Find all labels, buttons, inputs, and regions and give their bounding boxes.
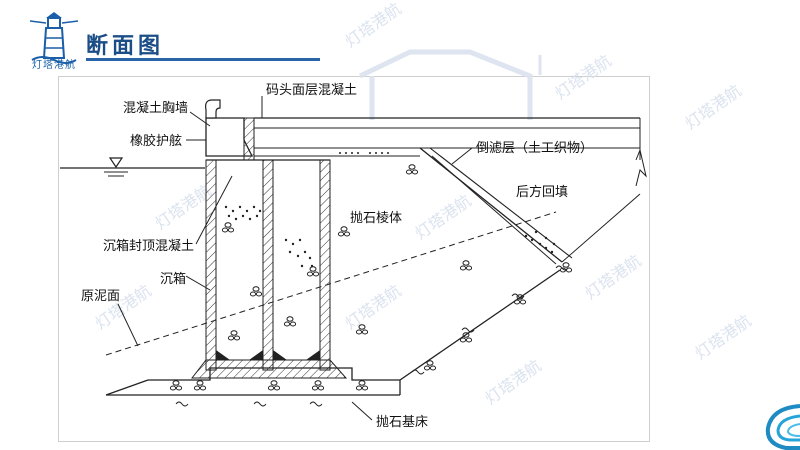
filter-layer — [419, 147, 641, 265]
rubble-bed-edge — [105, 379, 149, 396]
watermark-text: 灯塔港航 — [691, 311, 754, 363]
label-filter: 倒滤层（土工织物） — [476, 141, 593, 156]
swirl-icon — [765, 404, 800, 450]
water-level-marker — [60, 157, 205, 177]
title-underline — [86, 58, 320, 61]
lighthouse-logo-icon — [29, 12, 79, 64]
caisson — [190, 159, 348, 379]
label-backfill: 后方回填 — [516, 184, 568, 200]
watermark-text: 灯塔港航 — [411, 191, 474, 243]
page-title: 断面图 — [86, 34, 165, 59]
watermark-text: 灯塔港航 — [581, 251, 644, 303]
watermark-layer: 灯塔港航 灯塔港航 灯塔港航 灯塔港航 灯塔港航 灯塔港航 灯塔港航 灯塔港航 … — [91, 0, 754, 408]
deck-slab — [253, 117, 647, 187]
label-rock-prism: 抛石棱体 — [350, 210, 402, 226]
slide-header: 灯塔港航 断面图 — [0, 0, 800, 80]
watermark-text: 灯塔港航 — [551, 51, 614, 103]
watermark-text: 灯塔港航 — [151, 181, 214, 233]
rock-symbols — [169, 164, 573, 391]
seabed-squiggles — [175, 265, 569, 407]
label-seabed: 原泥面 — [81, 289, 120, 304]
watermark-text: 灯塔港航 — [341, 281, 404, 333]
concrete-parapet — [205, 117, 330, 161]
watermark-text: 灯塔港航 — [481, 356, 544, 408]
figure-frame — [58, 76, 650, 442]
label-caisson: 沉箱 — [160, 271, 186, 287]
watermark-text: 灯塔港航 — [681, 81, 744, 133]
leader-lines — [117, 96, 473, 421]
label-fender: 橡胶护舷 — [130, 133, 182, 149]
watermark-text: 灯塔港航 — [341, 0, 404, 51]
original-seabed-line — [105, 211, 557, 356]
label-caisson-cap: 沉箱封顶混凝土 — [103, 238, 194, 254]
caisson-cap-fill-dots — [224, 152, 556, 268]
label-rubble-bed: 抛石基床 — [376, 415, 428, 430]
logo-text: 灯塔港航 — [32, 60, 76, 71]
rubber-fender — [205, 99, 221, 119]
label-parapet: 混凝土胸墙 — [123, 100, 188, 116]
label-deck: 码头面层混凝土 — [266, 82, 357, 98]
water-level-triangle-icon — [108, 157, 124, 169]
